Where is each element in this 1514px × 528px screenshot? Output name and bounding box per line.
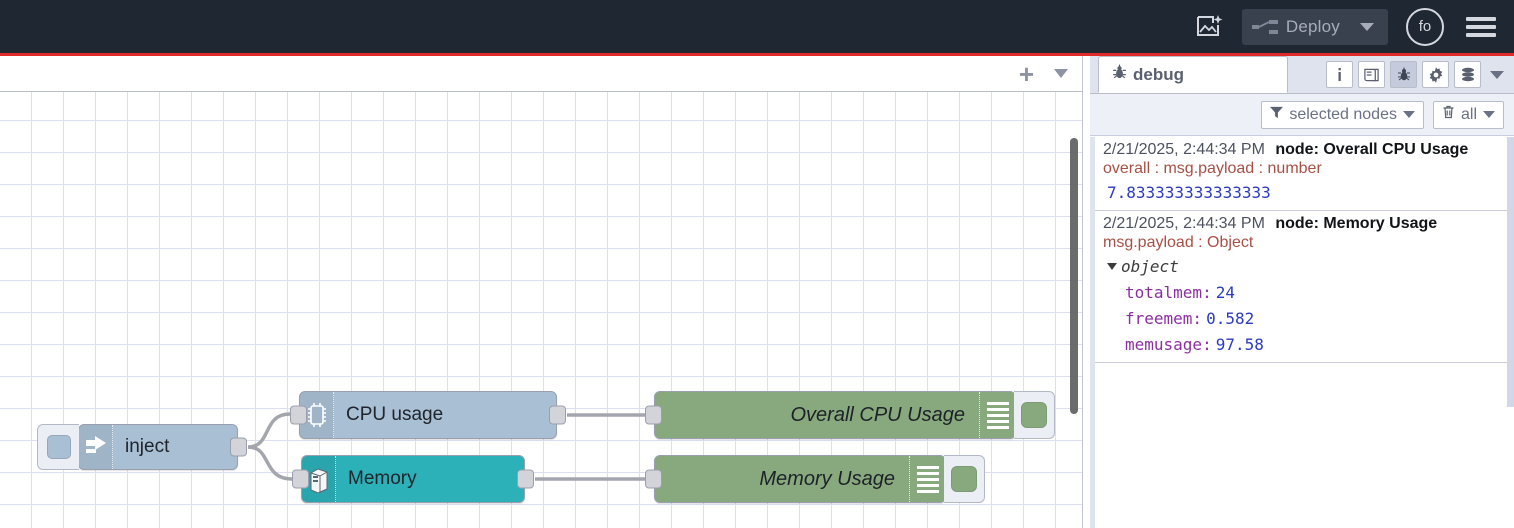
node-input-port[interactable] [645, 405, 662, 425]
object-expander[interactable]: object [1107, 257, 1506, 276]
debug-lines-icon [909, 456, 945, 502]
debug-message-source[interactable]: node: Memory Usage [1275, 215, 1438, 232]
caret-down-icon [1107, 263, 1117, 270]
sidebar-vertical-scrollbar[interactable] [1507, 137, 1514, 407]
deploy-node-icon [1251, 18, 1278, 36]
node-input-port[interactable] [292, 469, 309, 489]
object-root-label: object [1121, 257, 1179, 276]
node-label: Memory [348, 468, 417, 489]
trash-icon [1442, 105, 1455, 124]
header-accent-line [0, 53, 1514, 56]
tab-label: debug [1133, 64, 1184, 84]
debug-message-header: 2/21/2025, 2:44:34 PM node: Overall CPU … [1103, 141, 1506, 159]
add-flow-button[interactable]: + [1018, 58, 1034, 89]
chevron-down-icon[interactable] [1402, 111, 1415, 118]
property-value: 24 [1215, 283, 1235, 302]
node-input-port[interactable] [290, 405, 307, 425]
chevron-down-icon[interactable] [1490, 70, 1504, 79]
node-input-port[interactable] [645, 469, 662, 489]
workspace-tabbar: + [0, 56, 1082, 92]
clear-messages-dropdown[interactable]: all [1432, 100, 1504, 129]
filter-nodes-label: selected nodes [1289, 105, 1397, 123]
node-debug-overall-cpu-usage[interactable]: Overall CPU Usage [645, 391, 1055, 439]
debug-message[interactable]: 2/21/2025, 2:44:34 PM node: Memory Usage… [1095, 211, 1514, 363]
debug-message-timestamp: 2/21/2025, 2:44:34 PM [1103, 141, 1265, 158]
debug-message-header: 2/21/2025, 2:44:34 PM node: Memory Usage [1103, 215, 1506, 233]
node-output-port[interactable] [230, 437, 247, 457]
debug-message[interactable]: 2/21/2025, 2:44:34 PM node: Overall CPU … [1095, 137, 1514, 211]
chevron-down-icon[interactable] [1360, 22, 1374, 31]
database-icon[interactable] [1454, 61, 1481, 88]
debug-message-source[interactable]: node: Overall CPU Usage [1275, 141, 1469, 158]
node-label: Overall CPU Usage [790, 403, 965, 426]
debug-message-topic: overall : msg.payload : number [1103, 160, 1322, 177]
node-cpu-usage[interactable]: CPU usage [290, 391, 566, 439]
image-sparkle-icon[interactable] [1190, 7, 1230, 47]
node-label: inject [125, 436, 170, 457]
book-icon[interactable] [1358, 61, 1385, 88]
property-value: 97.58 [1215, 335, 1264, 354]
gear-icon[interactable] [1422, 61, 1449, 88]
sidebar-tools [1326, 61, 1506, 88]
node-output-port[interactable] [549, 405, 566, 425]
node-label: CPU usage [346, 404, 444, 425]
hamburger-menu-icon[interactable] [1466, 15, 1496, 39]
debug-message-timestamp: 2/21/2025, 2:44:34 PM [1103, 215, 1265, 232]
object-property: totalmem:24 [1125, 283, 1506, 302]
node-debug-memory-usage[interactable]: Memory Usage [645, 455, 985, 503]
node-label: Memory Usage [759, 467, 895, 490]
bug-icon [1111, 64, 1128, 86]
flow-workspace: + inject [0, 56, 1083, 528]
debug-toggle-button[interactable] [944, 455, 985, 503]
deploy-label: Deploy [1285, 16, 1340, 36]
object-property: freemem:0.582 [1125, 309, 1506, 328]
canvas-vertical-scrollbar[interactable] [1070, 138, 1078, 414]
tab-debug[interactable]: debug [1098, 56, 1288, 93]
bug-icon[interactable] [1390, 61, 1417, 88]
inject-trigger-button[interactable] [37, 424, 79, 470]
flow-canvas[interactable]: inject CPU usage [0, 92, 1082, 528]
debug-sidebar: debug [1090, 56, 1514, 528]
debug-message-topic: msg.payload : Object [1103, 234, 1254, 251]
debug-toggle-button[interactable] [1014, 391, 1055, 439]
chevron-down-icon[interactable] [1483, 111, 1495, 118]
node-memory[interactable]: Memory [292, 455, 534, 503]
deploy-button[interactable]: Deploy [1241, 8, 1388, 45]
property-value: 0.582 [1206, 309, 1255, 328]
property-key: memusage: [1125, 335, 1212, 354]
node-inject[interactable]: inject [37, 424, 247, 470]
app-header: Deploy fo [0, 0, 1514, 53]
filter-nodes-dropdown[interactable]: selected nodes [1261, 100, 1424, 129]
avatar[interactable]: fo [1406, 7, 1444, 46]
node-output-port[interactable] [517, 469, 534, 489]
debug-message-value: 7.833333333333333 [1107, 183, 1271, 202]
property-key: totalmem: [1125, 283, 1212, 302]
funnel-icon [1270, 106, 1284, 124]
chevron-down-icon[interactable] [1054, 69, 1068, 78]
property-key: freemem: [1125, 309, 1203, 328]
debug-lines-icon [979, 392, 1015, 438]
info-icon[interactable] [1326, 61, 1353, 88]
debug-filter-bar: selected nodes all [1090, 94, 1514, 136]
sidebar-tabbar: debug [1090, 56, 1514, 94]
object-property: memusage:97.58 [1125, 335, 1506, 354]
clear-label: all [1460, 105, 1477, 123]
arrow-right-icon [79, 425, 113, 469]
debug-message-list[interactable]: 2/21/2025, 2:44:34 PM node: Overall CPU … [1090, 137, 1514, 528]
